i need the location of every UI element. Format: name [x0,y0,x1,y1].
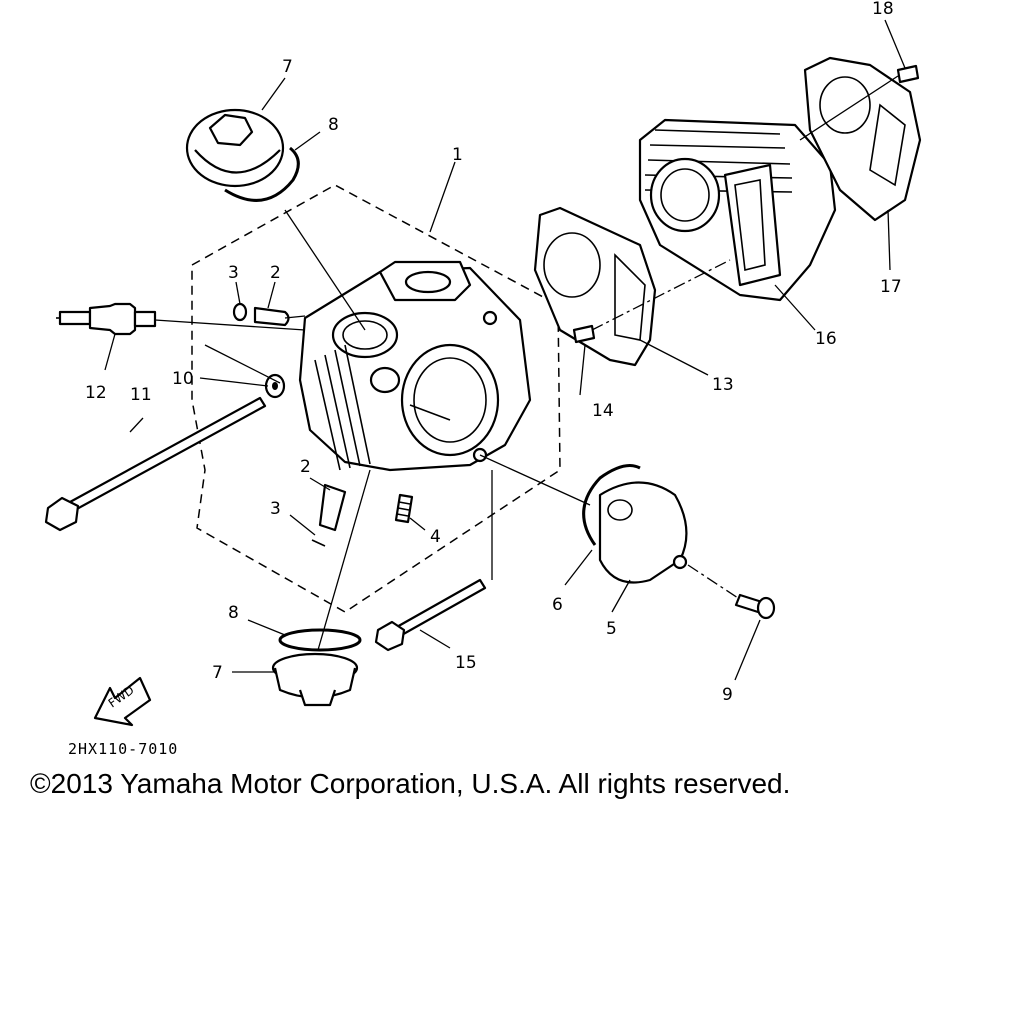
cylinder[interactable] [638,118,837,302]
dowel-pin-top-right[interactable] [896,64,920,84]
chain-line-pin [284,315,306,319]
callout-12: 12 [85,383,107,403]
callout-7b: 7 [212,663,223,683]
drawing-code: 2HX110-7010 [68,740,179,758]
o-ring-bottom[interactable] [278,628,362,652]
o-ring-tappet[interactable] [582,464,641,546]
dowel-pin-bottom[interactable] [318,483,347,532]
chain-line-dowel-14 [591,259,731,331]
callout-3a: 3 [228,263,239,283]
assembly-boundary-dashed [191,184,561,613]
callout-10: 10 [172,369,194,389]
chain-line-cover-bolt [687,564,739,599]
callout-11: 11 [130,385,152,405]
dowel-pin-gasket[interactable] [572,324,596,344]
callout-17: 17 [880,277,902,297]
callout-8b: 8 [228,603,239,623]
cylinder-head[interactable] [298,260,532,472]
callout-13: 13 [712,375,734,395]
head-gasket[interactable] [533,206,657,367]
clip-bottom[interactable] [311,539,326,547]
callout-4: 4 [430,527,441,547]
chain-line-plug [154,319,306,331]
chain-line-tappet [479,454,591,506]
chain-line-washer [204,344,281,384]
copyright-notice: ©2013 Yamaha Motor Corporation, U.S.A. A… [30,768,791,799]
chain-line-cap [284,209,366,331]
callout-1: 1 [452,145,463,165]
cylinder-gasket[interactable] [803,56,922,222]
callout-5: 5 [606,619,617,639]
chain-line-gasket-18 [799,75,899,141]
callout-3b: 3 [270,499,281,519]
callout-18: 18 [872,0,894,19]
chain-line-cap-bottom [317,469,371,651]
washer[interactable] [264,373,286,399]
exploded-parts-diagram: FWD 1 2 2 3 3 4 5 6 7 7 8 8 9 10 11 12 1… [44,0,922,727]
stud[interactable] [394,493,414,524]
callout-7a: 7 [282,57,293,77]
tappet-cover[interactable] [598,481,688,584]
callout-2b: 2 [300,457,311,477]
fwd-arrow-icon: FWD [93,676,152,727]
callout-8a: 8 [328,115,339,135]
callout-2a: 2 [270,263,281,283]
callout-15: 15 [455,653,477,673]
oil-filler-cap-top[interactable] [185,108,285,188]
o-ring-top[interactable] [224,146,300,202]
callout-16: 16 [815,329,837,349]
cover-bolt[interactable] [734,593,776,620]
callout-6: 6 [552,595,563,615]
clip-top[interactable] [232,302,248,322]
callout-14: 14 [592,401,614,421]
oil-filler-cap-bottom[interactable] [271,652,359,707]
long-bolt[interactable] [44,396,267,532]
spark-plug[interactable] [56,302,157,336]
flange-bolt[interactable] [374,578,487,652]
dowel-pin-top[interactable] [253,306,290,327]
callout-9: 9 [722,685,733,705]
